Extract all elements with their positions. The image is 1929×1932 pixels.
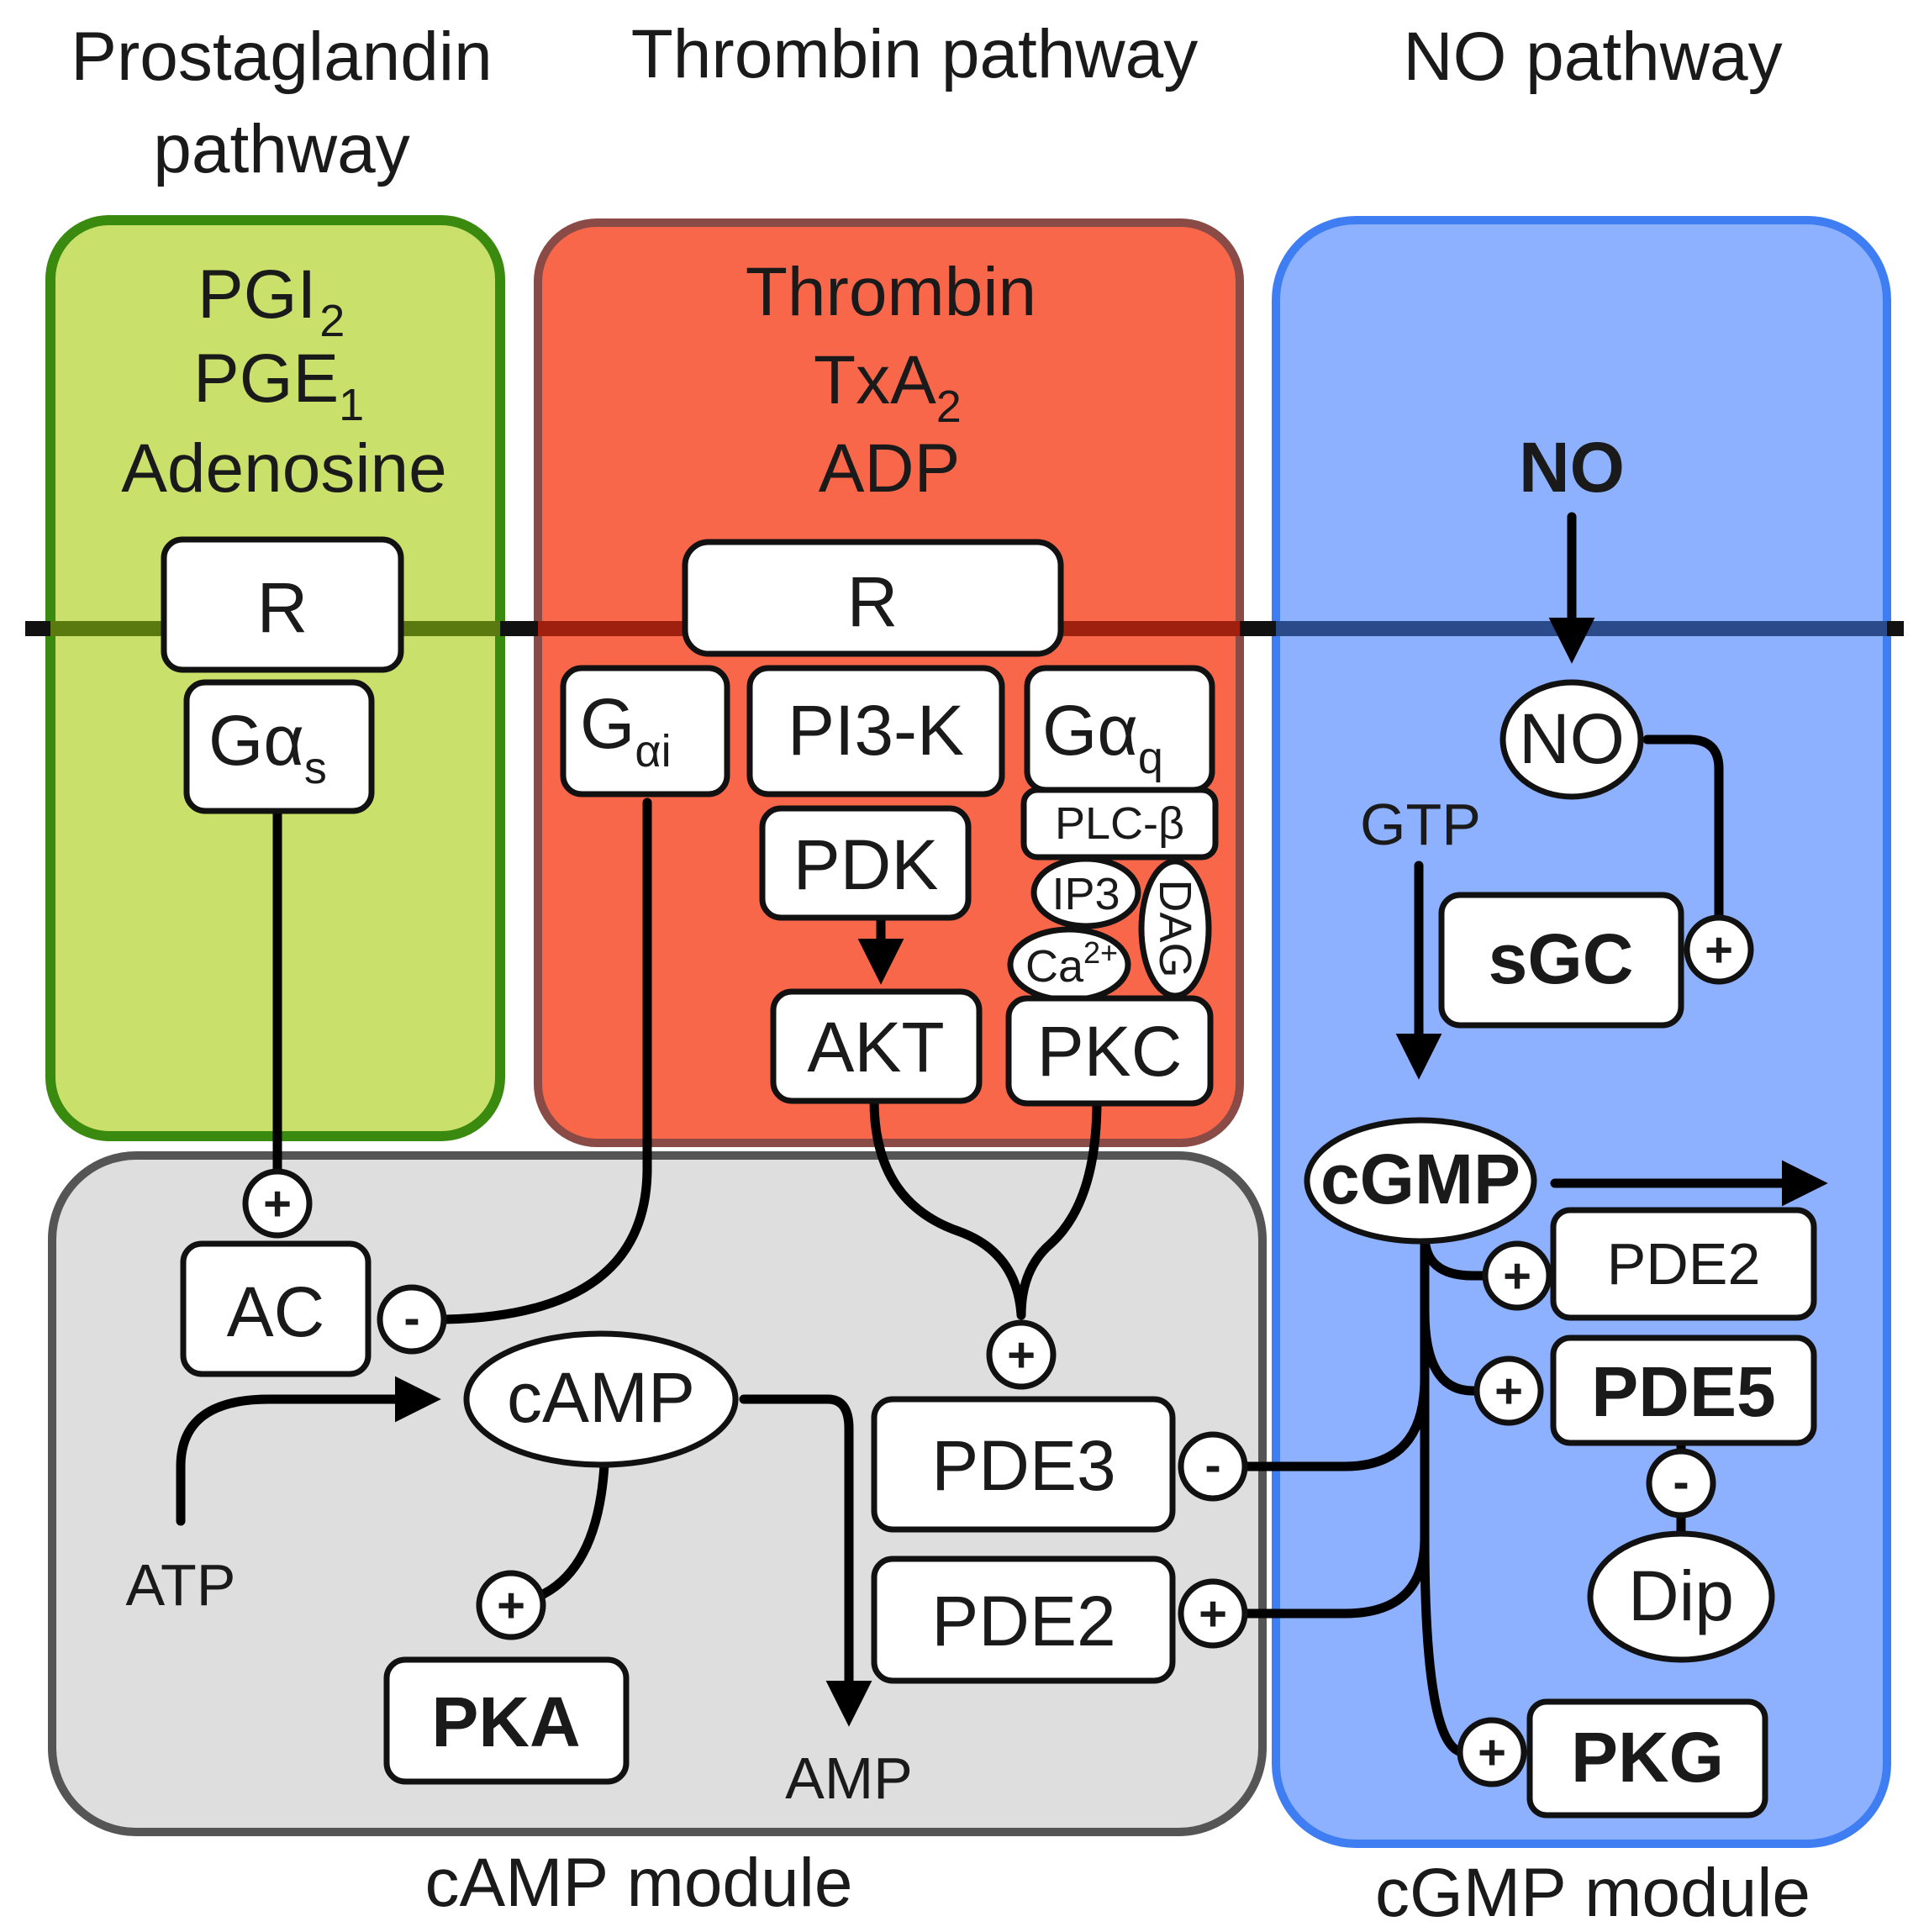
- sgc-node: [1438, 892, 1684, 1029]
- pde3-camp-node: [871, 1396, 1176, 1533]
- receptor-prostaglandin-label: R: [257, 568, 308, 647]
- pka-label: PKA: [431, 1682, 580, 1761]
- svg-text:+: +: [1199, 1587, 1227, 1641]
- pdk-label: PDK: [793, 825, 939, 904]
- header-no: NO pathway: [1403, 18, 1782, 95]
- pde3-camp-label: PDE3: [931, 1426, 1115, 1505]
- module-label-camp: cAMP module: [425, 1845, 853, 1921]
- dip-label: Dip: [1628, 1556, 1734, 1635]
- minus-pde3: -: [1178, 1431, 1248, 1502]
- svg-text:+: +: [1478, 1725, 1506, 1780]
- atp-label: ATP: [126, 1552, 236, 1618]
- g-alpha-q-label: Gαq: [1042, 691, 1163, 783]
- ip3-label: IP3: [1051, 869, 1120, 919]
- svg-text:+: +: [1494, 1364, 1523, 1419]
- header-prostaglandin-line1: Prostaglandin: [71, 18, 492, 95]
- minus-ac: -: [377, 1284, 447, 1355]
- pkg-label: PKG: [1571, 1718, 1724, 1797]
- g-alpha-i-label: Gαi: [580, 684, 672, 776]
- module-label-cgmp: cGMP module: [1375, 1855, 1810, 1931]
- minus-dip: -: [1646, 1448, 1716, 1519]
- cgmp-label: cGMP: [1320, 1140, 1521, 1219]
- pkc-label: PKC: [1037, 1012, 1183, 1091]
- plus-pde2-cgmp: +: [1482, 1240, 1552, 1311]
- receptor-prostaglandin: [161, 536, 404, 673]
- cgmp-node: [1304, 1117, 1537, 1245]
- cgmp-to-pkg-line: [1420, 1533, 1472, 1757]
- plus-pde5: +: [1473, 1356, 1544, 1426]
- ligand-pge1: PGE1: [193, 340, 364, 430]
- plus-pka: +: [476, 1570, 546, 1640]
- dag-label: DAG: [1150, 879, 1200, 977]
- ligand-adp: ADP: [819, 430, 961, 507]
- pdk-node: [759, 805, 972, 921]
- amp-label: AMP: [785, 1745, 913, 1811]
- ligand-pgi2: PGI2: [198, 256, 345, 346]
- receptor-thrombin: [682, 539, 1064, 657]
- svg-text:+: +: [1705, 923, 1733, 977]
- g-alpha-s-node: [183, 679, 375, 814]
- header-thrombin: Thrombin pathway: [631, 16, 1199, 92]
- g-alpha-i-node: [560, 665, 730, 798]
- ca2-label: Ca2+: [1025, 935, 1118, 992]
- ligand-adenosine: Adenosine: [121, 430, 447, 507]
- no-to-sgc-line: [1642, 734, 1724, 921]
- plus-pde2-camp: +: [1178, 1578, 1248, 1649]
- svg-text:+: +: [263, 1177, 292, 1231]
- no-node-label: NO: [1519, 699, 1625, 778]
- pde5-node: [1550, 1335, 1817, 1446]
- camp-to-pka-line: [533, 1432, 610, 1602]
- camp-node: [463, 1330, 739, 1468]
- receptor-thrombin-label: R: [847, 562, 899, 641]
- cgmp-to-pde2-cgmp-line: [1420, 1230, 1493, 1281]
- pka-node: [383, 1656, 630, 1785]
- ac-label: AC: [227, 1272, 325, 1351]
- header-prostaglandin-line2: pathway: [153, 111, 409, 187]
- pkg-node: [1526, 1698, 1768, 1819]
- pde5-label: PDE5: [1591, 1352, 1775, 1431]
- plus-sgc: +: [1684, 914, 1754, 985]
- gai-to-ac-line: [434, 798, 652, 1324]
- ip3-node: [1030, 855, 1141, 929]
- pi3k-node: [746, 665, 1005, 798]
- no-ligand: NO: [1519, 428, 1625, 507]
- cgmp-to-pde5-line: [1420, 1306, 1484, 1396]
- akt-node: [770, 988, 983, 1104]
- gtp-label: GTP: [1360, 792, 1481, 857]
- plus-pkg: +: [1457, 1717, 1527, 1787]
- pkc-node: [1005, 995, 1214, 1107]
- atp-to-camp-arrow: [176, 1376, 441, 1526]
- akt-label: AKT: [807, 1008, 944, 1087]
- camp-label: cAMP: [507, 1358, 695, 1437]
- svg-text:-: -: [403, 1291, 419, 1345]
- no-node: [1499, 679, 1644, 800]
- ligand-txa2: TxA2: [814, 342, 962, 432]
- svg-text:+: +: [1007, 1328, 1036, 1382]
- plc-beta-label: PLC-β: [1055, 798, 1184, 849]
- g-alpha-s-label: Gαs: [208, 701, 327, 793]
- pi3k-label: PI3-K: [788, 691, 964, 770]
- ligand-thrombin: Thrombin: [746, 254, 1036, 330]
- sgc-label: sGC: [1489, 919, 1634, 998]
- pde2-cgmp-label: PDE2: [1607, 1231, 1761, 1297]
- svg-text:-: -: [1673, 1455, 1689, 1509]
- camp-to-amp-arrow: [739, 1394, 872, 1727]
- svg-text:-: -: [1204, 1438, 1220, 1492]
- plc-beta-node: [1020, 787, 1219, 861]
- akt-pkc-to-pde3-line: [869, 1096, 1102, 1320]
- svg-text:+: +: [497, 1578, 525, 1633]
- plus-ac: +: [242, 1168, 313, 1239]
- dip-node: [1587, 1530, 1775, 1663]
- pde2-cgmp-node: [1550, 1207, 1817, 1321]
- pde2-camp-label: PDE2: [931, 1582, 1115, 1661]
- plus-pde3-camp: +: [986, 1319, 1057, 1390]
- pde2-camp-node: [871, 1556, 1176, 1684]
- ac-node: [180, 1240, 372, 1377]
- svg-text:+: +: [1503, 1249, 1531, 1303]
